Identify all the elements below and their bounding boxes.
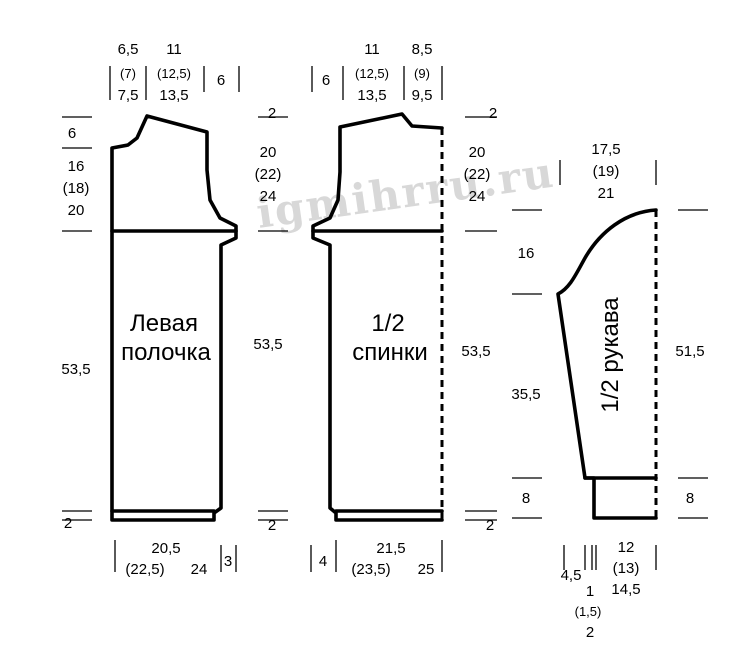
front-top-a-2: (7) bbox=[120, 66, 136, 81]
front-top-b-3: 13,5 bbox=[159, 87, 188, 104]
front-left-armhole-2: (18) bbox=[63, 180, 90, 197]
back-top-b-3: 13,5 bbox=[357, 87, 386, 104]
front-bottom-width-3: 24 bbox=[191, 561, 208, 578]
front-left-top: 6 bbox=[68, 125, 76, 142]
front-right-armhole-2: (22) bbox=[255, 166, 282, 183]
front-title-line2: полочка bbox=[121, 339, 211, 366]
back-right-armhole-2: (22) bbox=[464, 166, 491, 183]
back-right-top: 2 bbox=[489, 105, 497, 122]
back-bottom-width-1: 21,5 bbox=[376, 540, 405, 557]
front-title-line1: Левая bbox=[130, 310, 198, 337]
watermark-text: igmihrru.ru bbox=[253, 148, 557, 238]
front-right-top: 2 bbox=[268, 105, 276, 122]
sleeve-bottom-b-1: 1 bbox=[586, 583, 594, 600]
sleeve-top-width-1: 17,5 bbox=[591, 141, 620, 158]
front-bottom-right: 3 bbox=[224, 553, 232, 570]
sleeve-bottom-b-2: (1,5) bbox=[575, 604, 602, 619]
front-top-b-1: 11 bbox=[166, 41, 182, 58]
back-top-a: 6 bbox=[322, 72, 330, 89]
sleeve-left-body: 35,5 bbox=[511, 386, 540, 403]
back-right-body: 53,5 bbox=[461, 343, 490, 360]
sleeve-outline bbox=[556, 208, 658, 520]
sleeve-right-cuff: 8 bbox=[686, 490, 694, 507]
back-right-armhole-1: 20 bbox=[469, 144, 486, 161]
back-top-c-1: 8,5 bbox=[412, 41, 433, 58]
sleeve-bottom-c-2: (13) bbox=[613, 560, 640, 577]
front-top-b-2: (12,5) bbox=[157, 66, 191, 81]
front-right-armhole-1: 20 bbox=[260, 144, 277, 161]
sleeve-left-cap: 16 bbox=[518, 245, 535, 262]
front-right-body: 53,5 bbox=[253, 336, 282, 353]
back-title-line2: спинки bbox=[352, 339, 428, 366]
front-left-hem: 2 bbox=[64, 515, 72, 532]
sleeve-left-cuff: 8 bbox=[522, 490, 530, 507]
front-top-a-1: 6,5 bbox=[118, 41, 139, 58]
front-bottom-width-2: (22,5) bbox=[125, 561, 164, 578]
front-top-c: 6 bbox=[217, 72, 225, 89]
sleeve-right-total: 51,5 bbox=[675, 343, 704, 360]
back-top-b-1: 11 bbox=[364, 41, 380, 58]
sleeve-bottom-c-1: 12 bbox=[618, 539, 635, 556]
back-top-c-2: (9) bbox=[414, 66, 430, 81]
sleeve-bottom-c-3: 14,5 bbox=[611, 581, 640, 598]
back-piece: 1/2 спинки 6 11 (12,5) 13,5 8,5 (9) 9,5 … bbox=[310, 41, 497, 578]
sleeve-piece: 1/2 рукава 17,5 (19) 21 16 35,5 8 51,5 8… bbox=[511, 141, 708, 641]
front-right-armhole-3: 24 bbox=[260, 188, 277, 205]
sleeve-top-width-2: (19) bbox=[593, 163, 620, 180]
sleeve-title: 1/2 рукава bbox=[597, 297, 624, 413]
sleeve-bottom-a: 4,5 bbox=[561, 567, 582, 584]
front-right-hem: 2 bbox=[268, 517, 276, 534]
back-top-b-2: (12,5) bbox=[355, 66, 389, 81]
back-bottom-width-3: 25 bbox=[418, 561, 435, 578]
front-piece: Левая полочка 6,5 (7) 7,5 11 (12,5) 13,5… bbox=[61, 41, 288, 578]
back-right-armhole-3: 24 bbox=[469, 188, 486, 205]
front-left-body: 53,5 bbox=[61, 361, 90, 378]
sleeve-bottom-b-3: 2 bbox=[586, 624, 594, 641]
back-title-line1: 1/2 bbox=[371, 310, 404, 337]
front-top-a-3: 7,5 bbox=[118, 87, 139, 104]
back-bottom-left: 4 bbox=[319, 553, 327, 570]
back-right-hem: 2 bbox=[486, 517, 494, 534]
front-left-armhole-1: 16 bbox=[68, 158, 85, 175]
sleeve-top-width-3: 21 bbox=[598, 185, 615, 202]
front-left-armhole-3: 20 bbox=[68, 202, 85, 219]
front-bottom-width-1: 20,5 bbox=[151, 540, 180, 557]
front-outline bbox=[110, 114, 238, 522]
back-bottom-width-2: (23,5) bbox=[351, 561, 390, 578]
back-top-c-3: 9,5 bbox=[412, 87, 433, 104]
